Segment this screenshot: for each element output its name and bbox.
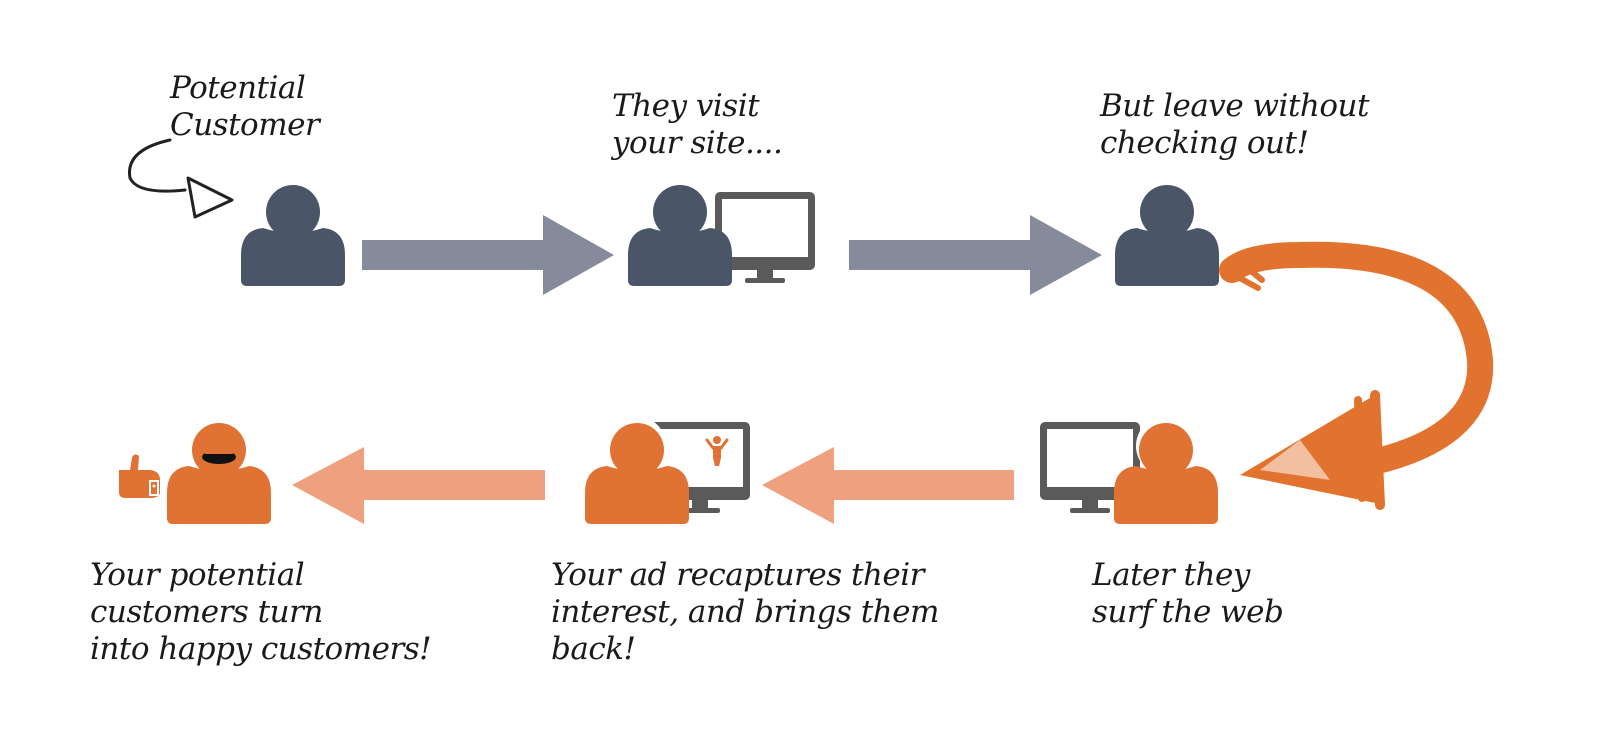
ad-recapture-label: Your ad recaptures their interest, and b… (551, 557, 939, 667)
leave-person-icon (1115, 185, 1219, 286)
arrow-right-icon-1 (362, 215, 614, 295)
surf-web-person-icon (1114, 416, 1218, 524)
happy-customer-person-icon (167, 423, 271, 524)
potential-customer-person-icon (241, 185, 345, 286)
visit-site-label: They visit your site.... (612, 88, 783, 161)
thumbs-up-icon (119, 454, 160, 498)
arrow-left-icon-2 (292, 447, 545, 524)
arrow-left-icon-1 (762, 447, 1014, 524)
curved-brush-arrow-icon (1219, 241, 1494, 510)
leave-label: But leave without checking out! (1100, 88, 1369, 161)
arrow-right-icon-2 (849, 215, 1102, 295)
ad-recapture-monitor-icon (650, 422, 750, 513)
ad-recapture-person-icon (585, 416, 689, 524)
potential-customer-label: Potential Customer (170, 70, 320, 143)
surf-web-label: Later they surf the web (1092, 557, 1284, 630)
hand-drawn-arrow-icon (128, 138, 234, 219)
happy-customers-label: Your potential customers turn into happy… (90, 557, 432, 667)
visit-site-person-icon (628, 178, 732, 286)
